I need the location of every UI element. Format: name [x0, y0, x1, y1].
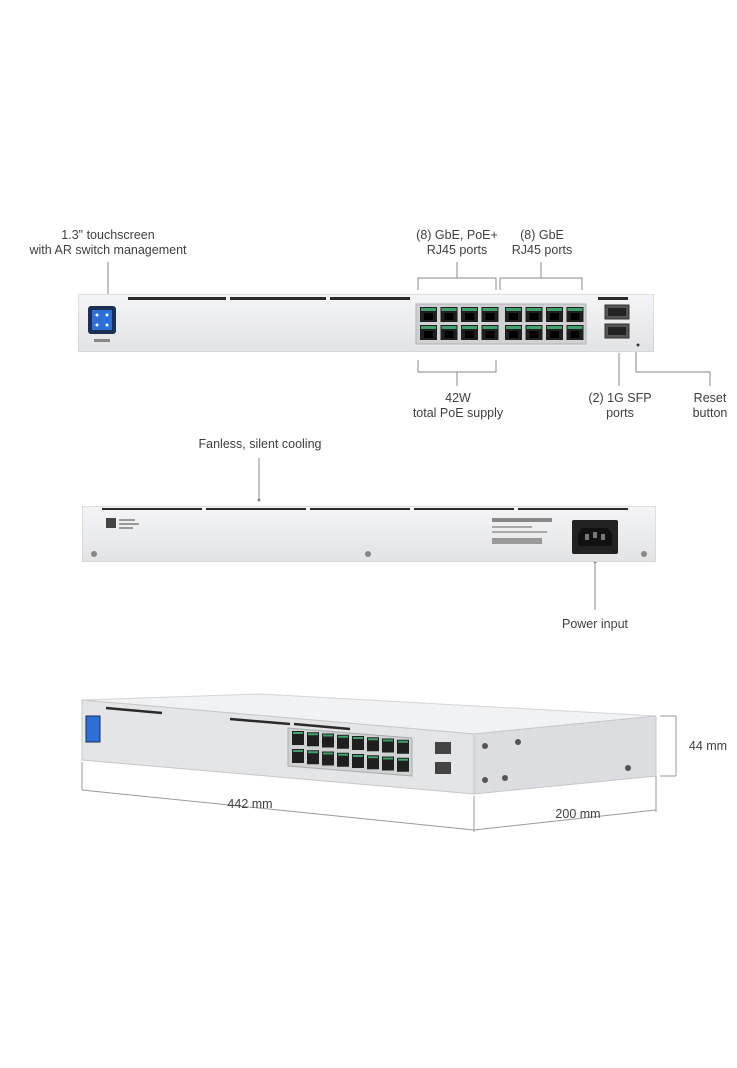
- rj45-port: [546, 325, 563, 340]
- back-panel: [82, 506, 656, 562]
- iso-rj45-port: [307, 750, 319, 765]
- reset-button-label: Reset button: [680, 391, 737, 421]
- rj45-port: [546, 307, 563, 322]
- rj45-port: [461, 307, 478, 322]
- reset-button-icon: [636, 343, 640, 347]
- rj45-port: [420, 325, 437, 340]
- depth-dimension-line: [473, 809, 657, 831]
- power-input-label: Power input: [561, 617, 628, 631]
- touchscreen-icon: [88, 306, 116, 342]
- iso-rj45-port: [307, 732, 319, 747]
- back-vents: [102, 508, 628, 510]
- rj45-port: [440, 325, 458, 340]
- reset-button-label-line1: Reset: [693, 391, 727, 405]
- rj45-port: [505, 325, 522, 340]
- rj45-port: [440, 307, 458, 322]
- regulatory-label: [492, 518, 552, 544]
- iso-port-led: [383, 757, 393, 760]
- rj45-port: [566, 325, 584, 340]
- power-inlet-icon: [572, 520, 618, 554]
- iso-port-led: [308, 733, 318, 736]
- iso-port-led: [293, 732, 303, 734]
- gbe-ports-label: (8) GbE RJ45 ports: [497, 228, 587, 258]
- iso-port-led: [368, 756, 378, 759]
- iso-rj45-port: [367, 755, 379, 770]
- iso-rj45-ports: [292, 731, 409, 772]
- iso-rj45-port: [397, 739, 409, 754]
- poe-supply-label: 42W total PoE supply: [403, 391, 513, 421]
- rj45-port: [525, 325, 543, 340]
- rj45-port: [481, 325, 499, 340]
- iso-touchscreen-icon: [85, 715, 101, 743]
- iso-port-led: [368, 738, 378, 741]
- isometric-view: [81, 693, 657, 795]
- iso-port-led: [398, 740, 408, 743]
- rj45-port: [481, 307, 499, 322]
- rj45-port: [505, 307, 522, 322]
- iso-sfp-bottom: [435, 762, 451, 774]
- cooling-label: Fanless, silent cooling: [198, 437, 322, 451]
- iso-vents: [105, 706, 351, 731]
- iso-port-led: [353, 755, 363, 757]
- rj45-port: [525, 307, 543, 322]
- reset-button-label-line2: button: [692, 406, 728, 420]
- iso-rj45-port: [352, 754, 364, 768]
- screws: [91, 551, 647, 557]
- rj45-port: [461, 325, 478, 340]
- iso-rj45-port: [382, 756, 394, 771]
- iso-rj45-port: [292, 731, 304, 745]
- width-dimension-label: 442 mm: [227, 797, 273, 811]
- iso-rj45-port: [337, 734, 349, 749]
- iso-port-led: [338, 753, 348, 756]
- front-vents: [128, 297, 628, 300]
- touchscreen-label-line1: 1.3" touchscreen: [61, 228, 155, 242]
- sfp-ports-label: (2) 1G SFP ports: [580, 391, 660, 421]
- iso-port-led: [338, 735, 348, 738]
- gbe-ports-label-line2: RJ45 ports: [511, 243, 573, 257]
- iso-port-led: [293, 750, 303, 752]
- touchscreen-label: 1.3" touchscreen with AR switch manageme…: [28, 228, 188, 258]
- iso-rj45-port: [382, 738, 394, 753]
- poe-ports-label-line1: (8) GbE, PoE+: [416, 228, 498, 242]
- iso-rj45-port: [322, 733, 334, 748]
- poe-ports-label-line2: RJ45 ports: [426, 243, 488, 257]
- rj45-port: [420, 307, 437, 322]
- poe-supply-label-line2: total PoE supply: [412, 406, 504, 420]
- iso-rj45-port: [352, 736, 364, 750]
- touchscreen-label-line2: with AR switch management: [29, 243, 187, 257]
- height-dimension-label: 44 mm: [688, 739, 728, 753]
- front-panel: [78, 294, 654, 352]
- rj45-port: [566, 307, 584, 322]
- iso-rj45-port: [292, 749, 304, 763]
- iso-sfp-top: [435, 742, 451, 754]
- iso-port-led: [383, 739, 393, 742]
- iso-port-led: [323, 752, 333, 755]
- iso-port-led: [353, 737, 363, 739]
- reset-callout-line: [635, 345, 711, 386]
- iso-port-led: [398, 758, 408, 761]
- iso-rj45-port: [337, 752, 349, 767]
- poe-supply-label-line1: 42W: [445, 391, 471, 405]
- front-rj45-ports: [420, 307, 584, 340]
- iso-port-led: [323, 734, 333, 737]
- sfp-ports: [604, 304, 630, 339]
- gbe-ports-label-line1: (8) GbE: [520, 228, 564, 242]
- iso-rj45-port: [397, 757, 409, 772]
- iso-rj45-port: [322, 751, 334, 766]
- sfp-ports-label-line1: (2) 1G SFP: [588, 391, 652, 405]
- width-dimension-line: [81, 789, 475, 831]
- iso-side-screws: [482, 739, 631, 783]
- sfp-ports-label-line2: ports: [606, 406, 634, 420]
- depth-dimension-label: 200 mm: [555, 807, 601, 821]
- iso-rj45-port: [367, 737, 379, 752]
- qr-label: [106, 518, 139, 529]
- iso-port-led: [308, 751, 318, 754]
- poe-ports-label: (8) GbE, PoE+ RJ45 ports: [407, 228, 507, 258]
